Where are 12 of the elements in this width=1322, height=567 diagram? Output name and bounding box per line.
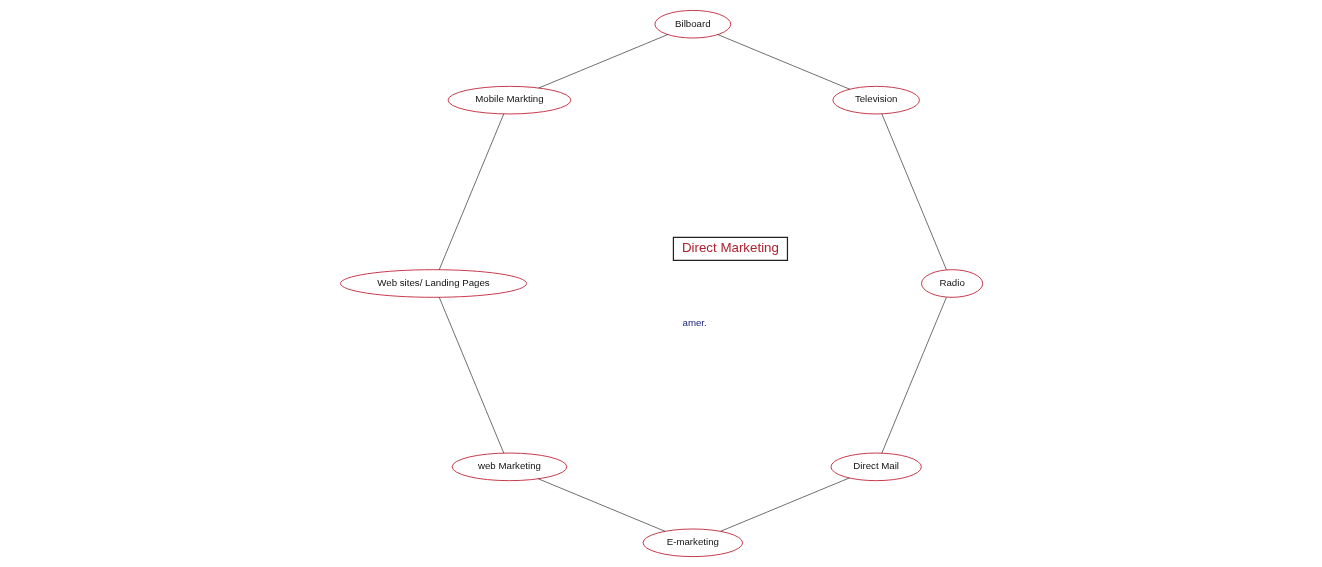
node-ellipse: Web sites/ Landing Pages xyxy=(339,269,527,298)
node-ellipse: Bilboard xyxy=(653,9,731,39)
node-ellipse: Direct Mail xyxy=(830,452,922,482)
node-ellipse: Mobile Markting xyxy=(447,85,571,115)
node-ellipse: E-marketing xyxy=(642,528,743,558)
node-ellipse: web Marketing xyxy=(451,452,567,482)
node-ellipse: Television xyxy=(831,85,920,115)
connector xyxy=(438,113,504,271)
node-box: Direct Marketing xyxy=(672,236,788,262)
connector xyxy=(438,297,504,454)
label: amer. xyxy=(682,316,707,328)
node-ellipse: Radio xyxy=(920,269,983,298)
